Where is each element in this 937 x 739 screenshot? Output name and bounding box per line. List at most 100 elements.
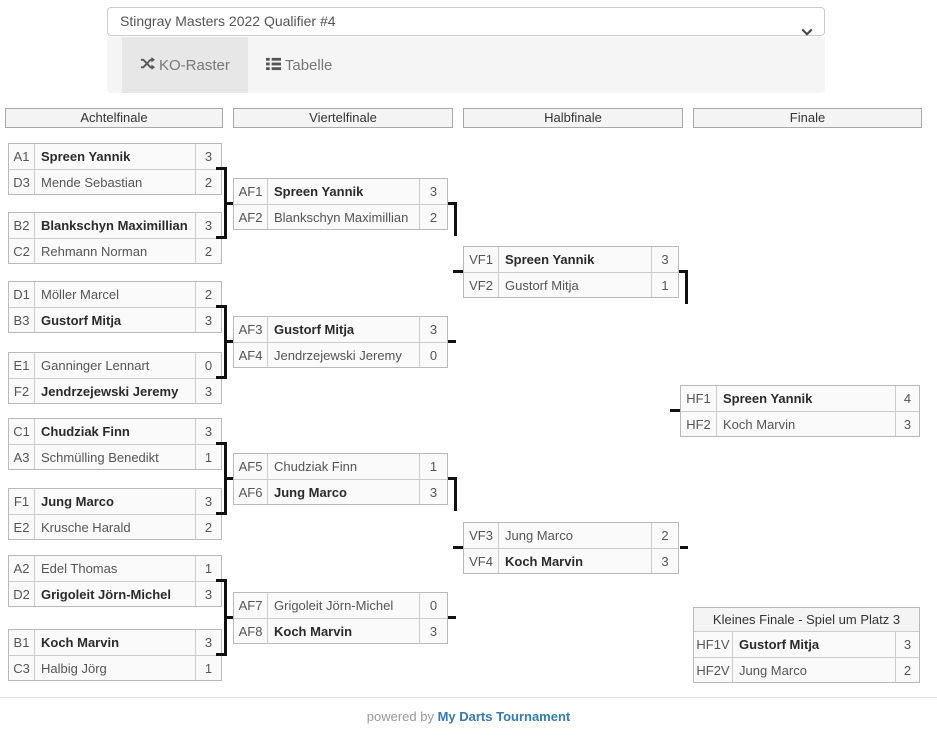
tournament-select[interactable]: Stingray Masters 2022 Qualifier #4 bbox=[107, 7, 825, 36]
bracket-connector bbox=[227, 477, 233, 480]
player-name: Koch Marvin bbox=[41, 635, 120, 650]
player-score: 3 bbox=[419, 480, 447, 504]
bracket-connector bbox=[685, 270, 688, 304]
bracket-connector bbox=[454, 477, 457, 511]
player-name: Koch Marvin bbox=[723, 416, 796, 432]
player-name: Jung Marco bbox=[739, 662, 807, 678]
player-name: Jung Marco bbox=[505, 528, 573, 543]
player-name: Ganninger Lennart bbox=[41, 358, 150, 373]
player-score: 3 bbox=[195, 213, 221, 238]
tournament-select-value: Stingray Masters 2022 Qualifier #4 bbox=[120, 13, 336, 29]
player-seed: C3 bbox=[9, 656, 35, 680]
player-score: 3 bbox=[195, 144, 221, 169]
player-seed: AF7 bbox=[234, 593, 268, 618]
player-name: Grigoleit Jörn-Michel bbox=[274, 598, 394, 613]
player-seed: VF2 bbox=[464, 273, 499, 297]
bracket-connector bbox=[454, 202, 457, 236]
player-score: 3 bbox=[195, 419, 221, 444]
player-seed: B3 bbox=[9, 308, 35, 332]
player-seed: A2 bbox=[9, 556, 35, 581]
footer-divider bbox=[0, 697, 937, 698]
bracket-connector bbox=[227, 202, 233, 205]
bracket-connector bbox=[453, 546, 463, 549]
player-seed: B1 bbox=[9, 630, 35, 655]
bracket-connector bbox=[216, 305, 227, 379]
player-score: 1 bbox=[419, 454, 447, 479]
player-score: 4 bbox=[895, 386, 919, 411]
player-seed: VF4 bbox=[464, 549, 499, 573]
player-seed: HF1V bbox=[694, 632, 733, 657]
player-name: Koch Marvin bbox=[505, 553, 584, 569]
player-score: 2 bbox=[895, 658, 919, 682]
player-row: AF7 Grigoleit Jörn-Michel 0 bbox=[234, 593, 447, 618]
list-icon bbox=[265, 56, 281, 75]
player-seed: E2 bbox=[9, 515, 35, 539]
player-score: 3 bbox=[419, 619, 447, 643]
tab-bar: KO-Raster Tabelle bbox=[107, 37, 825, 93]
player-seed: C2 bbox=[9, 239, 35, 263]
player-name: Chudziak Finn bbox=[41, 424, 130, 439]
bracket-connector bbox=[448, 477, 457, 480]
round-header: Halbfinale bbox=[463, 108, 683, 128]
player-row: VF4 Koch Marvin 3 bbox=[464, 548, 678, 573]
player-seed: F1 bbox=[9, 489, 35, 514]
tab-tabelle-label: Tabelle bbox=[284, 56, 333, 74]
tab-ko-raster[interactable]: KO-Raster bbox=[122, 37, 248, 93]
shuffle-icon bbox=[140, 56, 155, 75]
bracket-connector bbox=[448, 202, 457, 205]
darts-tournament-link[interactable]: My Darts Tournament bbox=[437, 709, 571, 724]
player-name: Rehmann Norman bbox=[41, 243, 148, 259]
player-seed: AF4 bbox=[234, 343, 268, 367]
player-name: Jung Marco bbox=[41, 494, 114, 509]
player-score: 3 bbox=[419, 179, 447, 204]
player-name: Grigoleit Jörn-Michel bbox=[41, 586, 172, 602]
round-header: Viertelfinale bbox=[233, 108, 453, 128]
player-seed: VF1 bbox=[464, 247, 499, 272]
player-name: Möller Marcel bbox=[41, 287, 120, 302]
player-score: 0 bbox=[419, 593, 447, 618]
player-seed: AF6 bbox=[234, 480, 268, 504]
bracket-connector bbox=[448, 340, 456, 343]
bracket-connector bbox=[453, 270, 463, 273]
player-score: 3 bbox=[195, 379, 221, 403]
footer: powered by My Darts Tournament bbox=[0, 709, 937, 724]
player-seed: VF3 bbox=[464, 523, 499, 548]
tab-tabelle[interactable]: Tabelle bbox=[248, 37, 351, 93]
player-score: 2 bbox=[195, 239, 221, 263]
player-row: C2 Rehmann Norman 2 bbox=[9, 238, 221, 263]
bracket-connector bbox=[227, 340, 233, 343]
player-score: 0 bbox=[195, 353, 221, 378]
bracket-connector bbox=[680, 546, 688, 549]
player-seed: F2 bbox=[9, 379, 35, 403]
player-name: Spreen Yannik bbox=[723, 391, 813, 406]
player-seed: D2 bbox=[9, 582, 35, 606]
player-name: Edel Thomas bbox=[41, 561, 118, 576]
powered-by-text: powered by bbox=[366, 709, 434, 724]
bracket-connector bbox=[679, 270, 688, 273]
player-name: Gustorf Mitja bbox=[274, 322, 355, 337]
player-seed: C1 bbox=[9, 419, 35, 444]
player-score: 3 bbox=[651, 549, 678, 573]
bracket-connector bbox=[216, 579, 227, 656]
player-name: Schmülling Benedikt bbox=[41, 449, 159, 465]
player-name: Koch Marvin bbox=[274, 623, 353, 639]
